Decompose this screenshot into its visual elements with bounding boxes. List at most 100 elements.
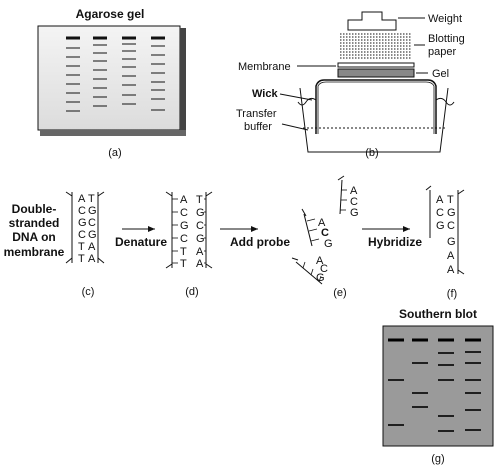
d-tick-marks	[172, 198, 206, 264]
gel-bottom-shadow	[40, 130, 186, 136]
wick-right-end	[435, 97, 455, 106]
probe-bottom-base-1: C	[320, 263, 328, 275]
panel-f: A T C G G C G A A (f)	[425, 185, 465, 300]
f-pair-r-0: T	[447, 194, 454, 206]
weight-label: Weight	[428, 13, 462, 25]
ssdna-bases-d-left: A C G C T T	[180, 194, 189, 270]
wick-left-end	[297, 97, 317, 106]
gel-slab-b	[337, 68, 415, 78]
blotting-paper-stack	[340, 33, 412, 59]
transfer-buffer-leader	[281, 123, 309, 131]
support-platform	[315, 79, 437, 134]
f-single-2: A	[447, 264, 455, 276]
c-base-l-1: C	[78, 205, 86, 217]
blotting-paper-label-2: paper	[428, 46, 456, 58]
panel-c-label-line-1: Double-	[12, 202, 57, 216]
hybridize-step: Hybridize	[362, 226, 422, 249]
d-right-4: A	[196, 246, 204, 258]
add-probe-label: Add probe	[230, 235, 290, 249]
wick-leader	[279, 93, 313, 101]
southern-blot-bands	[388, 351, 481, 432]
d-right-2: C	[196, 220, 204, 232]
c-base-l-2: G	[78, 217, 87, 229]
c-base-l-5: T	[78, 253, 85, 265]
panel-a-title: Agarose gel	[76, 7, 145, 21]
gel-band-smears	[66, 43, 165, 112]
wick-label: Wick	[252, 88, 278, 100]
panel-e-caption: (e)	[333, 287, 346, 299]
f-single-0: G	[447, 236, 456, 248]
panel-a: Agarose gel (	[37, 7, 186, 159]
probe-bottom-base-2: G	[316, 272, 325, 284]
d-left-1: C	[180, 207, 188, 219]
probe-top: A C G	[337, 175, 359, 219]
f-pair-r-2: C	[447, 220, 455, 232]
d-right-5: A	[196, 258, 204, 270]
c-base-r-0: T	[88, 193, 95, 205]
panel-a-caption: (a)	[108, 147, 121, 159]
panel-c-label-line-4: membrane	[4, 245, 65, 259]
probe-left-base-0: A	[318, 217, 326, 229]
probe-top-base-0: A	[350, 185, 358, 197]
d-right-3: G	[196, 233, 205, 245]
probe-left-base-2: G	[324, 238, 333, 250]
hybridize-label: Hybridize	[368, 235, 422, 249]
f-pair-l-0: A	[436, 194, 444, 206]
d-left-2: G	[180, 220, 189, 232]
d-left-5: T	[180, 258, 187, 270]
panel-c-caption: (c)	[82, 286, 95, 298]
probe-left-base-1: C	[321, 227, 329, 239]
blotting-paper-label-1: Blotting	[428, 33, 465, 45]
transfer-buffer-label-1: Transfer	[236, 108, 277, 120]
c-base-l-0: A	[78, 193, 86, 205]
dsdna-bases-c: A T C G G C C G T A T A	[78, 193, 97, 265]
panel-c: Double- stranded DNA on membrane A T C G…	[4, 191, 105, 298]
c-base-r-4: A	[88, 241, 96, 253]
probe-top-base-1: C	[350, 196, 358, 208]
probe-left: A C G	[301, 208, 333, 250]
denature-step: Denature	[115, 226, 167, 249]
panel-g-caption: (g)	[431, 453, 444, 465]
f-pair-l-2: G	[436, 220, 445, 232]
add-probe-step: Add probe	[220, 226, 290, 249]
c-base-r-3: G	[88, 229, 97, 241]
transfer-buffer-label-2: buffer	[244, 121, 272, 133]
agarose-gel-slab	[37, 25, 181, 131]
d-right-0: T	[196, 194, 203, 206]
ssdna-backbone-d	[165, 191, 213, 269]
f-bases: A T C G G C G A A	[436, 194, 456, 276]
f-single-1: A	[447, 250, 455, 262]
d-left-0: A	[180, 194, 188, 206]
c-base-r-5: A	[88, 253, 96, 265]
c-base-l-4: T	[78, 241, 85, 253]
probe-bottom-base-0: A	[316, 255, 324, 267]
panel-d: A C G C T T T G C G A A (d)	[165, 191, 213, 298]
gel-side-shadow	[180, 28, 186, 132]
panel-c-label-line-3: DNA on	[12, 230, 56, 244]
denature-label: Denature	[115, 235, 167, 249]
panel-d-caption: (d)	[185, 286, 198, 298]
panel-e: A C G A C G A C G (e)	[291, 175, 359, 299]
panel-g: Southern blot (g)	[382, 307, 494, 465]
ssdna-bases-d-right: T G C G A A	[196, 194, 205, 270]
probe-top-base-2: G	[350, 207, 359, 219]
panel-f-caption: (f)	[447, 288, 457, 300]
panel-b-caption: (b)	[365, 147, 378, 159]
panel-g-title: Southern blot	[399, 307, 477, 321]
d-right-1: G	[196, 207, 205, 219]
c-base-r-2: C	[88, 217, 96, 229]
f-pair-l-1: C	[436, 207, 444, 219]
membrane-sheet	[337, 62, 415, 68]
buffer-tray	[299, 87, 449, 153]
membrane-label: Membrane	[238, 61, 291, 73]
panel-b: Weight Blotting paper Membrane Gel Wick	[236, 11, 465, 159]
panel-c-label-line-2: stranded	[9, 216, 60, 230]
weight-block	[347, 11, 397, 31]
d-left-3: C	[180, 233, 188, 245]
southern-blot-membrane	[382, 325, 494, 447]
dsdna-backbone-c	[65, 191, 105, 264]
wick-paper	[317, 81, 435, 134]
d-left-4: T	[180, 246, 187, 258]
gel-label: Gel	[432, 68, 449, 80]
